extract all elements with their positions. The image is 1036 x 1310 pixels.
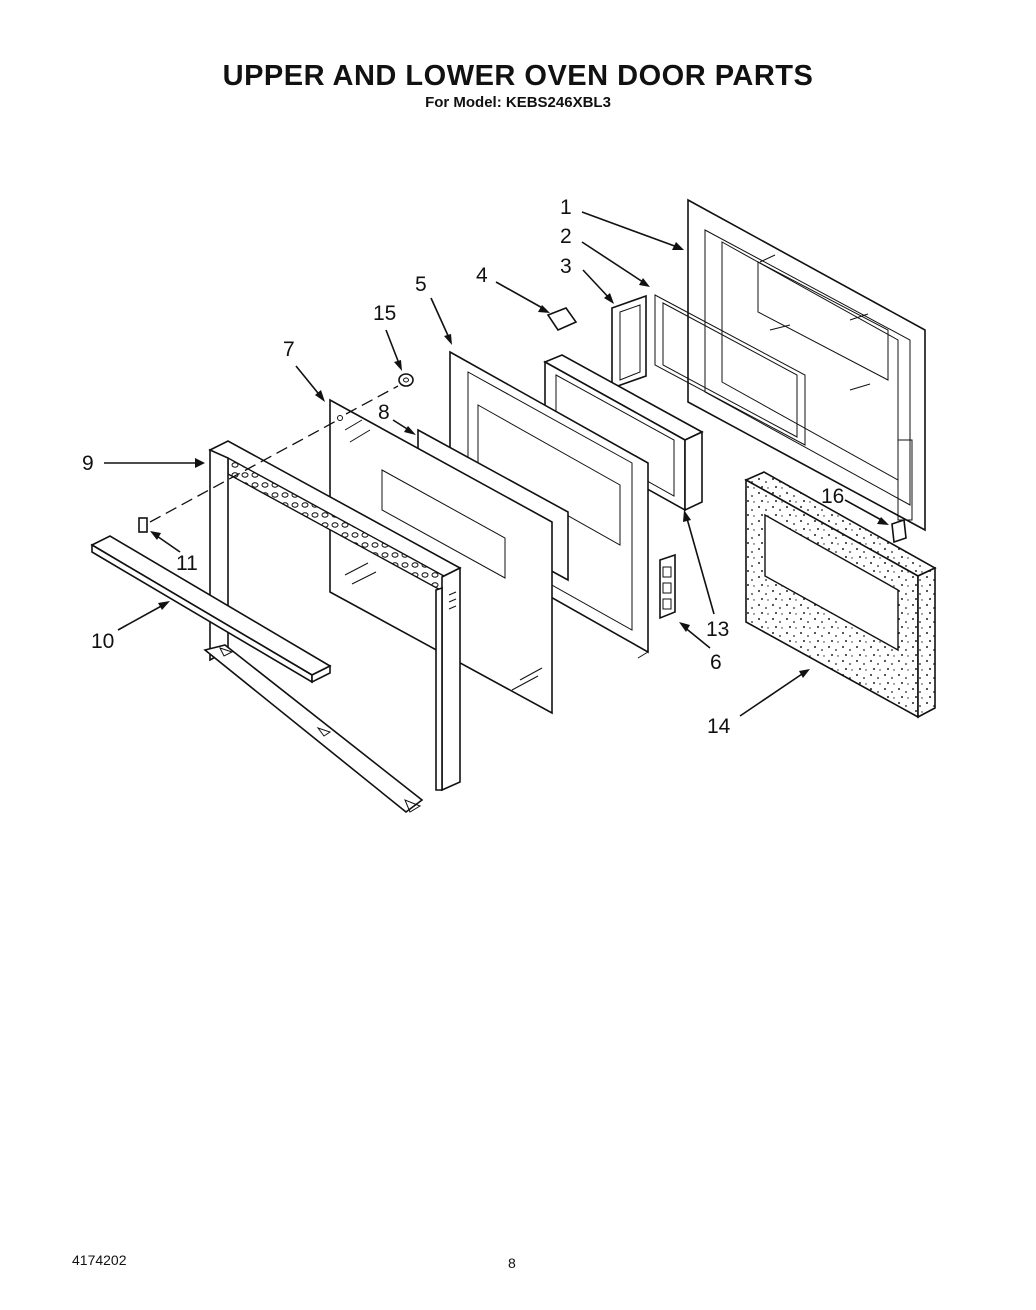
callout-1: 1 [560, 196, 572, 219]
page-number: 8 [508, 1255, 516, 1271]
part-1-inner-door-panel [687, 198, 926, 532]
callout-4: 4 [476, 264, 488, 287]
callout-15: 15 [373, 302, 396, 325]
part-2-door-gasket [654, 294, 806, 446]
callout-14: 14 [707, 715, 731, 738]
part-15-washer [398, 373, 414, 387]
callout-11: 11 [176, 552, 198, 575]
callout-10: 10 [91, 630, 114, 653]
part-3-insulation-block [611, 294, 647, 390]
page-title: UPPER AND LOWER OVEN DOOR PARTS [222, 60, 814, 92]
callout-5: 5 [415, 273, 427, 296]
callout-16: 16 [821, 485, 844, 508]
part-4-bracket [546, 307, 578, 332]
part-11-clip [138, 517, 148, 533]
callout-6: 6 [710, 651, 722, 674]
callout-9: 9 [82, 452, 94, 475]
callout-13: 13 [706, 618, 729, 641]
callout-3: 3 [560, 255, 572, 278]
assembly-dash-lines [149, 385, 399, 523]
part-13-glass-pack [543, 354, 704, 512]
part-14-door-insulation [744, 471, 937, 719]
callout-leaders [104, 211, 889, 717]
part-10-door-handle [90, 535, 424, 814]
part-16-hinge-clip [891, 518, 907, 544]
model-subtitle: For Model: KEBS246XBL3 [425, 94, 611, 111]
document-number: 4174202 [72, 1252, 127, 1268]
callout-8: 8 [378, 401, 390, 424]
part-6-hinge-receptacle [659, 553, 676, 620]
callout-7: 7 [283, 338, 295, 361]
callout-2: 2 [560, 225, 572, 248]
